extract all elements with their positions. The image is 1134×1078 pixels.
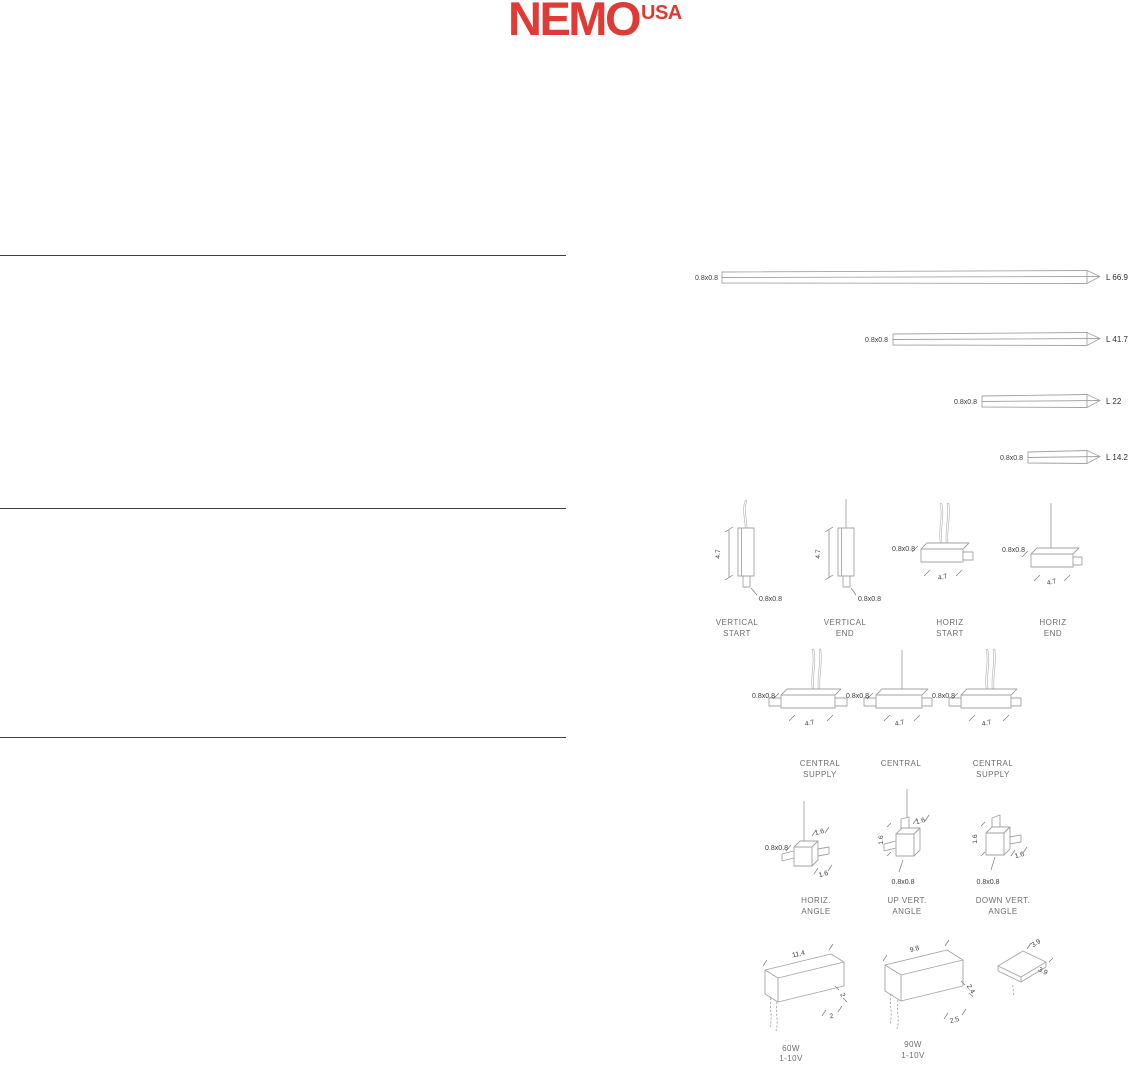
horiz-end-drawing: 0.8x0.8 4.7 HORIZ END — [1002, 503, 1083, 638]
profile-2-section-dim: 0.8x0.8 — [865, 337, 888, 344]
horiz-end-length-dim: 4.7 — [1046, 578, 1057, 587]
vertical-start-section-dim: 0.8x0.8 — [759, 596, 782, 603]
vertical-start-drawing: 4.7 0.8x0.8 VERTICAL START — [715, 499, 782, 638]
driver-60w-drawing: 11.4 2 2 60W 1-10V — [762, 943, 848, 1063]
central-supply-right-length-dim: 4.7 — [981, 719, 992, 728]
driver-60w-label-line2: 1-10V — [779, 1054, 803, 1063]
central-label-line1: CENTRAL — [881, 759, 922, 768]
central-supply-right-drawing: 0.8x0.8 4.7 CENTRAL SUPPLY — [932, 648, 1022, 779]
vertical-start-label-line2: START — [723, 629, 751, 638]
horiz-angle-dim-a: 1.6 — [814, 828, 825, 837]
horiz-angle-section-dim: 0.8x0.8 — [765, 845, 788, 852]
profile-2-length-dim: L 41.7 — [1106, 335, 1128, 344]
driver-90w-height-dim: 2.5 — [949, 1016, 960, 1025]
down-vert-angle-dim-b: 1.6 — [1014, 851, 1025, 860]
horiz-end-label-line2: END — [1044, 629, 1062, 638]
up-vert-angle-label-line1: UP VERT. — [887, 896, 926, 905]
horiz-start-section-dim: 0.8x0.8 — [892, 546, 915, 553]
profile-bar-2-drawing: 0.8x0.8 L 41.7 — [865, 332, 1128, 346]
central-supply-left-length-dim: 4.7 — [804, 719, 815, 728]
central-length-dim: 4.7 — [894, 719, 905, 728]
horiz-start-length-dim: 4.7 — [937, 573, 948, 582]
vertical-start-label-line1: VERTICAL — [716, 618, 759, 627]
driver-60w-label-line1: 60W — [782, 1044, 800, 1053]
profile-bar-3-drawing: 0.8x0.8 L 22 — [954, 394, 1122, 408]
vertical-end-section-dim: 0.8x0.8 — [858, 596, 881, 603]
vertical-start-height-dim: 4.7 — [715, 549, 722, 559]
profile-1-section-dim: 0.8x0.8 — [695, 275, 718, 282]
down-vert-angle-label-line2: ANGLE — [988, 907, 1017, 916]
plate-dim-a: 3.9 — [1030, 938, 1042, 949]
section-divider-top — [0, 255, 566, 256]
horiz-angle-drawing: 0.8x0.8 1.6 1.6 HORIZ. ANGLE — [765, 801, 833, 916]
central-drawing: 0.8x0.8 4.7 CENTRAL — [846, 650, 933, 768]
horiz-start-label-line2: START — [936, 629, 964, 638]
down-vert-angle-drawing: 1.6 1.6 0.8x0.8 DOWN VERT. ANGLE — [972, 814, 1031, 916]
section-divider-middle — [0, 508, 566, 509]
horiz-angle-dim-b: 1.6 — [818, 870, 829, 879]
horiz-start-drawing: 0.8x0.8 4.7 HORIZ START — [892, 502, 974, 638]
brand-name: NEMO — [508, 0, 642, 45]
driver-90w-label-line2: 1-10V — [901, 1051, 925, 1060]
central-supply-left-label-line1: CENTRAL — [800, 759, 841, 768]
driver-60w-depth-dim: 2 — [838, 992, 846, 999]
brand-region: USA — [641, 2, 682, 24]
up-vert-angle-label-line2: ANGLE — [892, 907, 921, 916]
up-vert-angle-dim-a: 1.6 — [878, 835, 885, 845]
central-supply-right-label-line2: SUPPLY — [976, 770, 1010, 779]
profile-1-length-dim: L 66.9 — [1106, 273, 1128, 282]
horiz-end-section-dim: 0.8x0.8 — [1002, 547, 1025, 554]
up-vert-angle-section-dim: 0.8x0.8 — [892, 879, 915, 886]
driver-60w-height-dim: 2 — [829, 1013, 835, 1021]
driver-90w-length-dim: 9.8 — [909, 945, 920, 954]
central-supply-right-section-dim: 0.8x0.8 — [932, 693, 955, 700]
horiz-angle-label-line1: HORIZ. — [801, 896, 831, 905]
horiz-end-label-line1: HORIZ — [1039, 618, 1066, 627]
profile-3-section-dim: 0.8x0.8 — [954, 399, 977, 406]
vertical-end-label-line2: END — [836, 629, 854, 638]
horiz-angle-label-line2: ANGLE — [801, 907, 830, 916]
down-vert-angle-dim-a: 1.6 — [972, 834, 979, 844]
horiz-start-label-line1: HORIZ — [936, 618, 963, 627]
central-supply-right-label-line1: CENTRAL — [973, 759, 1014, 768]
up-vert-angle-drawing: 1.6 1.6 0.8x0.8 UP VERT. ANGLE — [878, 789, 930, 916]
profile-3-length-dim: L 22 — [1106, 397, 1122, 406]
central-supply-left-drawing: 0.8x0.8 4.7 CENTRAL SUPPLY — [752, 648, 848, 779]
vertical-end-drawing: 4.7 0.8x0.8 VERTICAL END — [815, 499, 881, 638]
mounting-plate-drawing: 3.9 3.9 — [997, 938, 1054, 997]
driver-90w-label-line1: 90W — [904, 1040, 922, 1049]
brand-logo: NEMO USA — [508, 0, 682, 42]
central-supply-left-section-dim: 0.8x0.8 — [752, 693, 775, 700]
section-divider-bottom — [0, 737, 566, 738]
up-vert-angle-dim-b: 1.6 — [915, 817, 926, 826]
central-section-dim: 0.8x0.8 — [846, 693, 869, 700]
driver-90w-drawing: 9.8 2.4 2.5 90W 1-10V — [882, 939, 976, 1060]
profile-bar-1-drawing: 0.8x0.8 L 66.9 — [695, 270, 1128, 284]
central-supply-left-label-line2: SUPPLY — [803, 770, 837, 779]
down-vert-angle-label-line1: DOWN VERT. — [976, 896, 1031, 905]
profile-4-length-dim: L 14.2 — [1106, 453, 1128, 462]
vertical-end-label-line1: VERTICAL — [824, 618, 867, 627]
driver-60w-length-dim: 11.4 — [792, 950, 806, 960]
vertical-end-height-dim: 4.7 — [815, 549, 822, 559]
down-vert-angle-section-dim: 0.8x0.8 — [977, 879, 1000, 886]
driver-90w-depth-dim: 2.4 — [965, 983, 976, 995]
profile-4-section-dim: 0.8x0.8 — [1000, 455, 1023, 462]
plate-dim-b: 3.9 — [1037, 966, 1049, 977]
profile-bar-4-drawing: 0.8x0.8 L 14.2 — [1000, 450, 1128, 464]
